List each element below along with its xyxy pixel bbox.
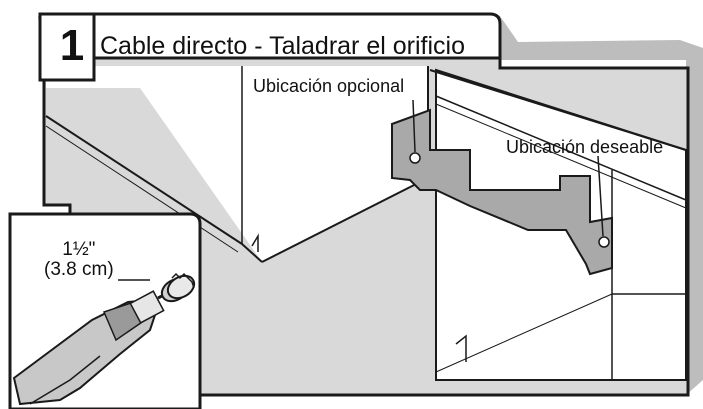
optional-hole	[409, 152, 421, 164]
optional-location-label: Ubicación opcional	[253, 76, 405, 96]
drill-bit-size-cm: (3.8 cm)	[44, 259, 114, 280]
cabinet-side	[46, 66, 428, 262]
main-panel	[42, 56, 690, 397]
desirable-hole	[598, 236, 610, 248]
drill-inset	[8, 212, 202, 409]
desirable-location-label: Ubicación deseable	[506, 137, 664, 157]
hole-saw	[157, 272, 196, 303]
step-header	[38, 12, 502, 82]
mounting-bracket	[391, 99, 613, 276]
step-number: 1	[59, 21, 85, 70]
step-title: Cable directo - Taladrar el orificio	[100, 32, 465, 60]
drill-bit-size-inches: 1½"	[62, 239, 96, 260]
drill-bit-size-label: 1½" (3.8 cm)	[44, 240, 114, 280]
